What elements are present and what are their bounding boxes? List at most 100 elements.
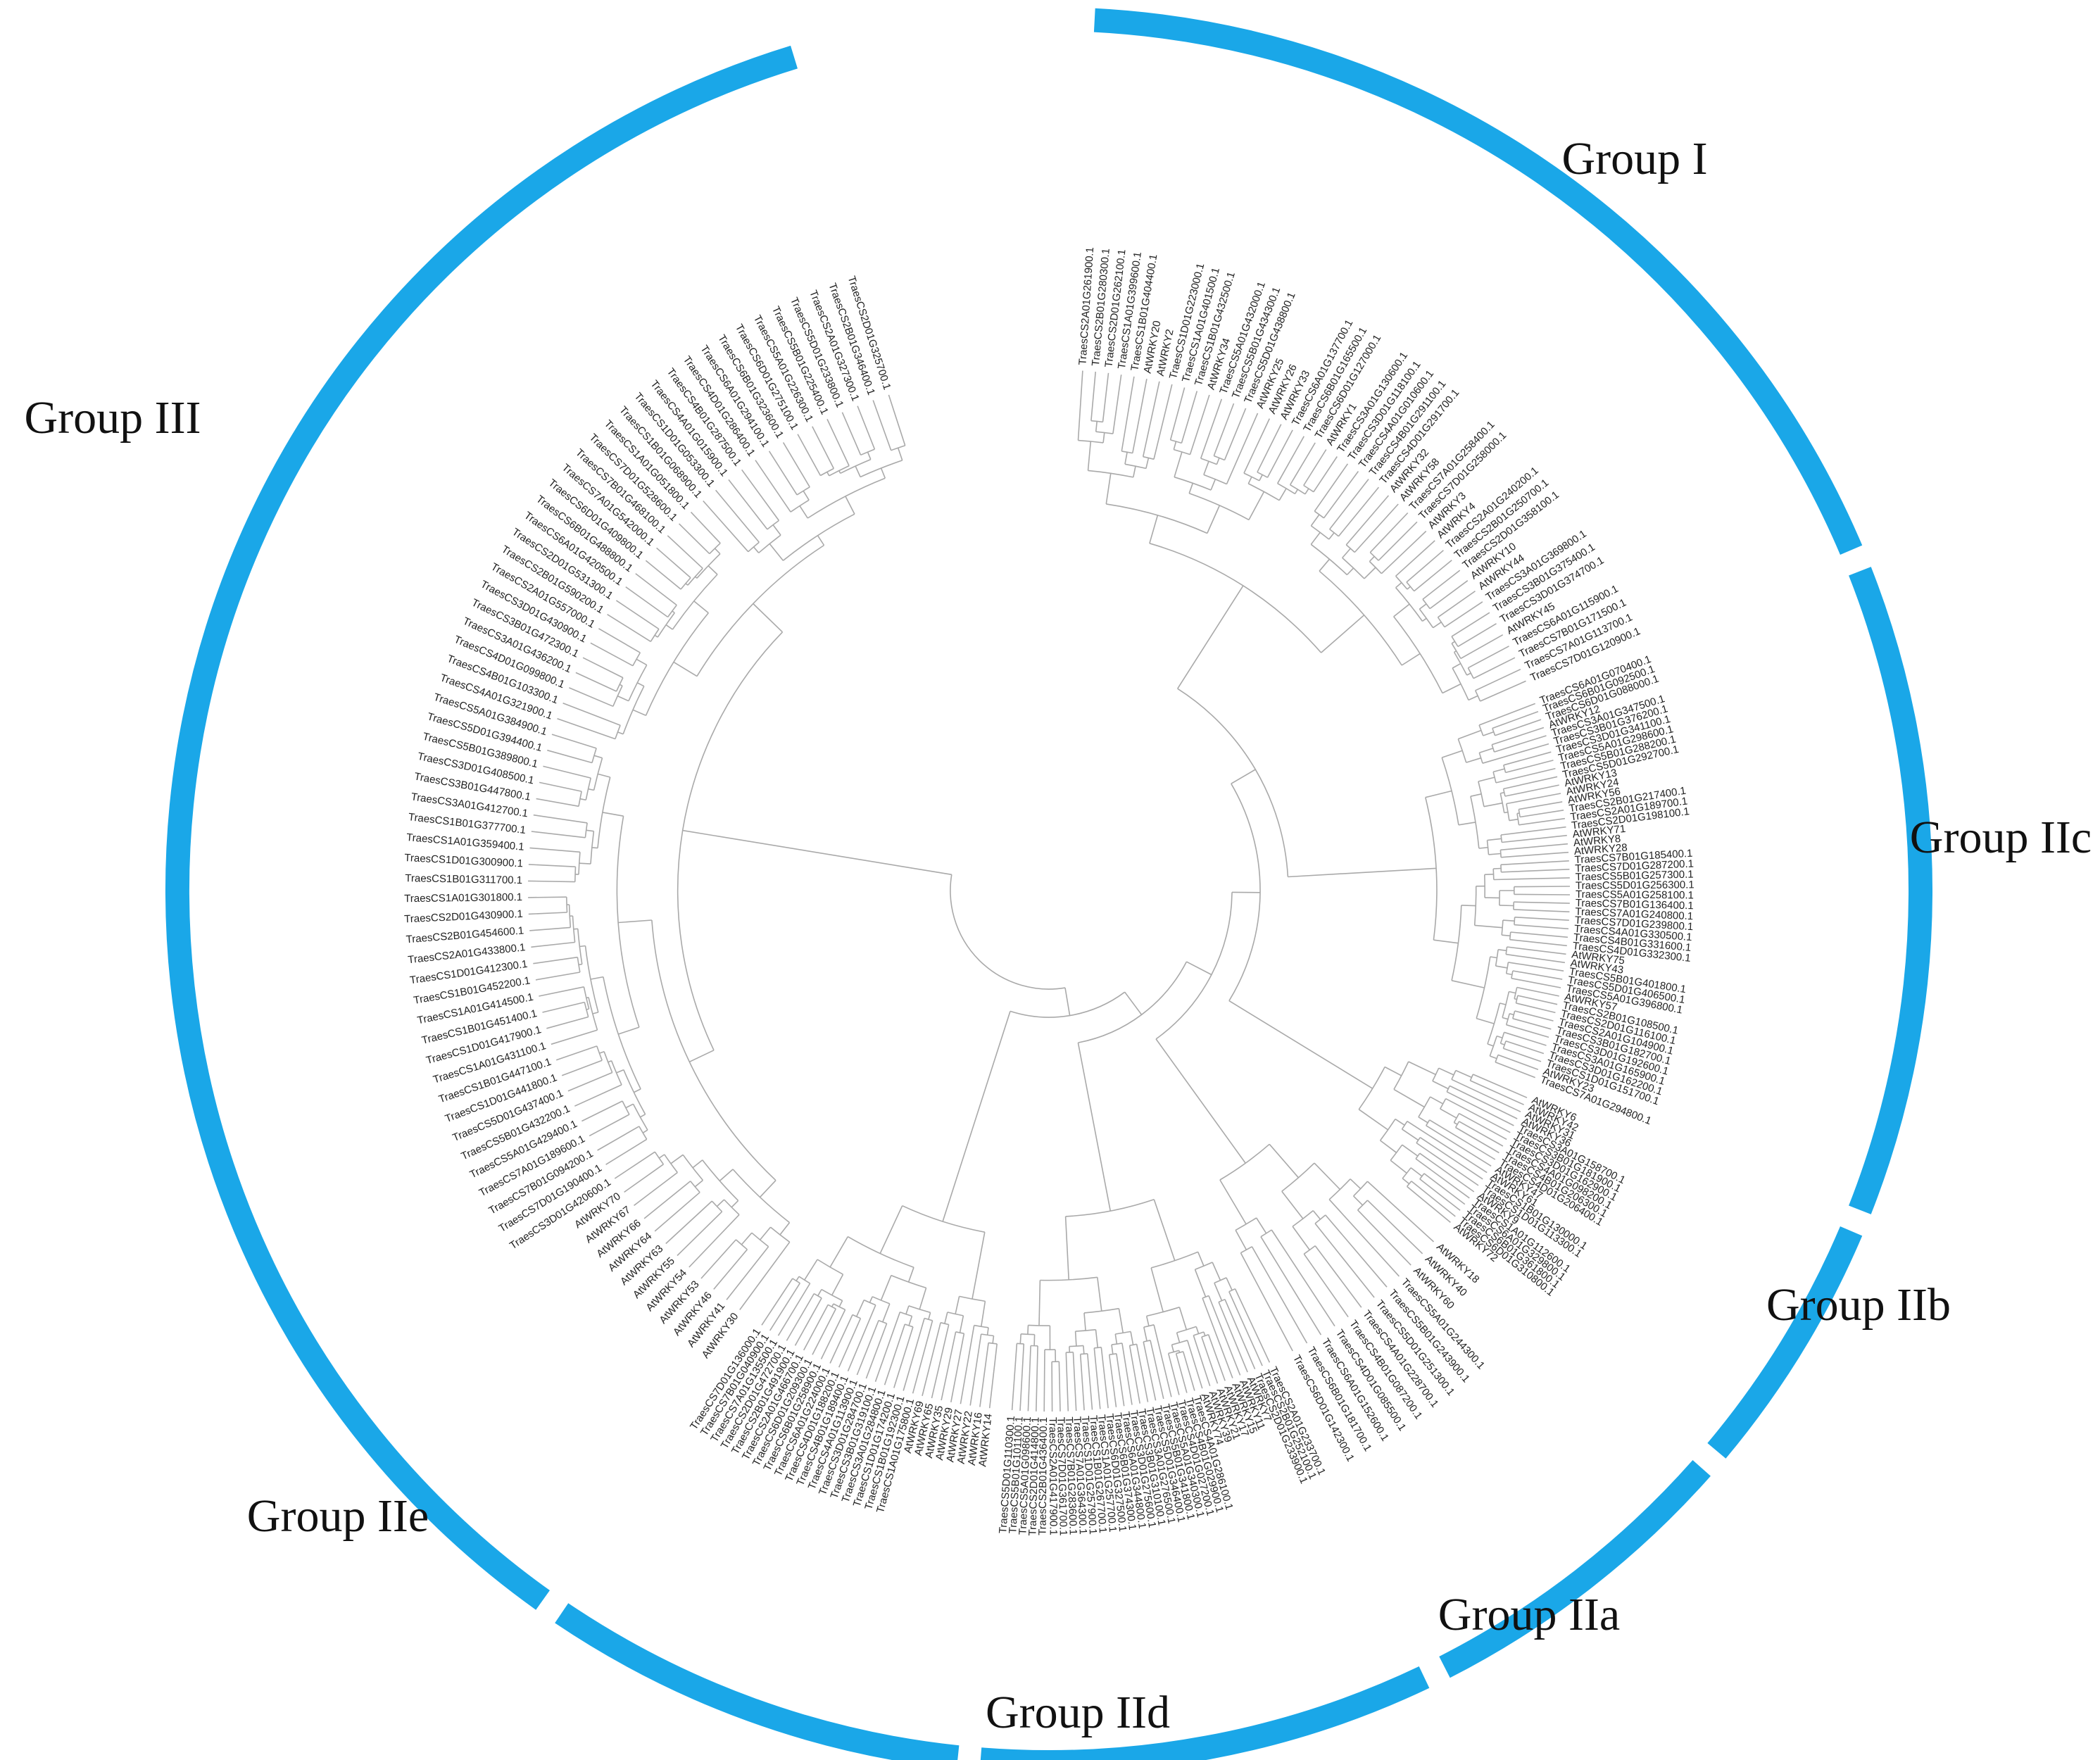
tree-branch xyxy=(1500,860,1569,866)
tree-branch xyxy=(636,658,648,666)
tree-branch xyxy=(1502,919,1515,922)
tree-branch xyxy=(1491,727,1545,746)
tree-branch xyxy=(1504,1031,1547,1046)
tree-branch xyxy=(1509,991,1516,994)
tree-branch xyxy=(1224,408,1247,460)
tree-branch xyxy=(1380,1140,1397,1153)
tree-branch xyxy=(852,1314,861,1319)
tree-branch xyxy=(1390,1159,1407,1174)
tree-branch xyxy=(1065,1199,1155,1217)
tree-branch xyxy=(1203,460,1209,475)
tree-branch xyxy=(1446,1091,1514,1126)
tree-branch xyxy=(658,1154,665,1159)
tree-branch xyxy=(1416,1142,1479,1186)
tree-branch xyxy=(812,426,835,469)
tree-branch xyxy=(528,864,576,867)
tree-branch xyxy=(959,1315,964,1333)
tree-branch xyxy=(713,1249,748,1290)
group-label-g2b: Group IIb xyxy=(1766,1279,1951,1331)
tree-branch xyxy=(865,1323,888,1379)
tree-branch xyxy=(590,976,604,980)
tree-branch xyxy=(1169,387,1186,441)
tree-branch xyxy=(903,1318,925,1391)
tree-branch xyxy=(1313,456,1338,493)
tree-branch xyxy=(1402,1144,1419,1157)
tree-branch xyxy=(981,1333,994,1337)
tree-branch xyxy=(777,1283,811,1336)
tree-branch xyxy=(586,829,594,832)
tree-branch xyxy=(1393,1088,1425,1108)
tree-branch xyxy=(562,702,621,726)
tree-branch xyxy=(944,1312,948,1324)
tree-branch xyxy=(807,477,886,519)
tree-branch xyxy=(1501,869,1570,873)
tree-branch xyxy=(1454,1121,1460,1128)
tree-branch xyxy=(1181,391,1198,444)
tree-branch xyxy=(1505,1013,1510,1025)
tree-branch xyxy=(1019,1333,1021,1344)
tree-branch xyxy=(1440,1108,1457,1119)
tree-branch xyxy=(1219,1179,1247,1225)
tree-branch xyxy=(597,773,610,778)
tree-branch xyxy=(1499,793,1505,813)
tree-branch xyxy=(1124,463,1147,470)
tree-branch xyxy=(1451,980,1485,988)
tree-branch xyxy=(716,1199,725,1207)
tree-branch xyxy=(690,1181,700,1193)
leaf-label: AtWRKY8 xyxy=(1573,833,1621,849)
tree-branch xyxy=(551,1029,598,1045)
tree-branch xyxy=(1426,1125,1492,1167)
tree-branch xyxy=(1407,1186,1451,1224)
tree-branch xyxy=(1240,1252,1293,1352)
tree-branch xyxy=(640,1114,646,1118)
tree-branch xyxy=(1083,1345,1085,1354)
tree-branch xyxy=(1501,826,1566,836)
tree-branch xyxy=(1457,623,1497,648)
tree-branch xyxy=(1478,777,1495,782)
tree-branch xyxy=(1142,381,1160,457)
tree-branch xyxy=(1072,1352,1077,1412)
tree-branch xyxy=(1281,1162,1315,1192)
tree-branch xyxy=(981,1301,986,1327)
tree-branch xyxy=(1483,802,1503,807)
tree-branch xyxy=(1093,1347,1101,1409)
tree-branch xyxy=(1517,995,1558,1005)
tree-branch xyxy=(1155,1038,1246,1164)
tree-branch xyxy=(1508,962,1564,972)
tree-branch xyxy=(1500,834,1503,843)
tree-branch xyxy=(1422,570,1461,600)
tree-branch xyxy=(1516,1002,1556,1014)
tree-branch xyxy=(1077,370,1083,441)
tree-branch xyxy=(579,862,591,865)
tree-branch xyxy=(1458,822,1476,826)
leaf-label: TraesCS2A01G417900.1 xyxy=(1047,1417,1060,1535)
tree-branch xyxy=(731,1200,739,1208)
tree-branch xyxy=(1186,961,1212,976)
tree-branch xyxy=(972,1232,986,1300)
tree-branch xyxy=(724,1199,740,1215)
tree-branch xyxy=(869,1296,873,1303)
tree-branch xyxy=(1423,1173,1466,1205)
tree-branch xyxy=(1143,1326,1148,1342)
tree-branch xyxy=(1173,441,1177,450)
tree-branch xyxy=(1189,394,1210,455)
tree-branch xyxy=(1503,765,1507,773)
tree-branch xyxy=(533,956,578,964)
tree-branch xyxy=(1342,548,1351,558)
tree-branch xyxy=(1010,991,1126,1018)
tree-branch xyxy=(1366,1181,1435,1243)
tree-branch xyxy=(1493,877,1570,881)
tree-branch xyxy=(1506,803,1510,821)
tree-branch xyxy=(1514,917,1569,921)
tree-branch xyxy=(1384,1066,1402,1076)
tree-branch xyxy=(1118,1308,1124,1333)
tree-branch xyxy=(767,520,779,530)
tree-branch xyxy=(607,614,651,642)
tree-branch xyxy=(1411,1181,1456,1217)
tree-branch xyxy=(1314,510,1324,519)
tree-branch xyxy=(588,788,594,791)
tree-branch xyxy=(634,1088,641,1093)
tree-branch xyxy=(847,1236,914,1268)
tree-branch xyxy=(1257,424,1282,473)
